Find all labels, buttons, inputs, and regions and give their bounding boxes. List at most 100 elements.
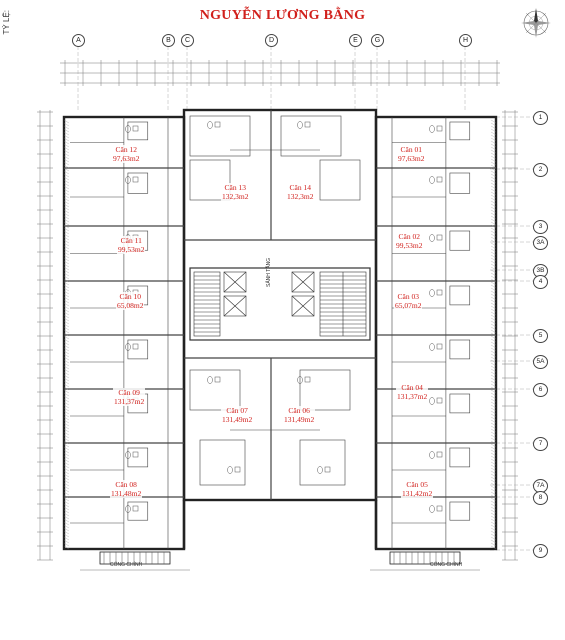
- hatch-line: [490, 155, 497, 160]
- hatch-line: [63, 254, 70, 259]
- hatch-line: [63, 395, 70, 400]
- hatch-line: [63, 383, 70, 388]
- hatch-line: [63, 188, 70, 193]
- hatch-line: [490, 368, 497, 373]
- hatch-line: [63, 545, 70, 550]
- hatch-line: [63, 506, 70, 511]
- hatch-line: [63, 416, 70, 421]
- north-arrow-compass-icon: [521, 8, 551, 38]
- hatch-line: [63, 485, 70, 490]
- hatch-line: [490, 293, 497, 298]
- hatch-line: [490, 524, 497, 529]
- basin-fixture: [234, 466, 241, 473]
- toilet-fixture: [227, 466, 233, 474]
- basin-fixture: [436, 343, 443, 350]
- hatch-line: [63, 176, 70, 181]
- hatch-line: [63, 443, 70, 448]
- hatch-line: [490, 161, 497, 166]
- hatch-line: [490, 350, 497, 355]
- hatch-line: [490, 413, 497, 418]
- hatch-line: [490, 347, 497, 352]
- hatch-line: [490, 323, 497, 328]
- hatch-line: [63, 287, 70, 292]
- hatch-line: [490, 284, 497, 289]
- hatch-line: [490, 431, 497, 436]
- hatch-line: [63, 311, 70, 316]
- hatch-line: [490, 506, 497, 511]
- hatch-line: [490, 341, 497, 346]
- hatch-line: [63, 251, 70, 256]
- hatch-line: [63, 377, 70, 382]
- hatch-line: [490, 521, 497, 526]
- toilet-fixture: [297, 376, 303, 384]
- hatch-line: [490, 305, 497, 310]
- hatch-line: [63, 494, 70, 499]
- scale-label: TỶ LỆ:: [2, 10, 11, 35]
- hatch-line: [490, 476, 497, 481]
- hatch-line: [63, 191, 70, 196]
- hatch-line: [490, 428, 497, 433]
- grid-axis-lines: [77, 46, 533, 551]
- page-title: NGUYỄN LƯƠNG BẰNG: [199, 8, 366, 23]
- hatch-line: [490, 146, 497, 151]
- basin-fixture: [132, 125, 139, 132]
- hatch-line: [490, 362, 497, 367]
- bathroom: [127, 447, 149, 468]
- hatch-line: [63, 467, 70, 472]
- hatch-line: [490, 158, 497, 163]
- hatch-line: [490, 245, 497, 250]
- grid-axis-2: 2: [533, 163, 548, 177]
- grid-axis-A: A: [72, 34, 85, 47]
- hatch-line: [63, 428, 70, 433]
- bathroom: [449, 172, 471, 194]
- hatch-line: [63, 194, 70, 199]
- hatch-line: [490, 443, 497, 448]
- hatch-line: [490, 515, 497, 520]
- hatch-line: [63, 431, 70, 436]
- center-block-wall: [182, 108, 378, 502]
- bathroom: [449, 339, 471, 360]
- hatch-line: [490, 251, 497, 256]
- hatch-line: [63, 335, 70, 340]
- hatch-line: [63, 536, 70, 541]
- hatch-line: [63, 221, 70, 226]
- hatch-line: [63, 344, 70, 349]
- hatch-line: [490, 122, 497, 127]
- hatch-line: [63, 356, 70, 361]
- hatch-line: [63, 284, 70, 289]
- hatch-line: [490, 452, 497, 457]
- bathroom: [127, 501, 149, 521]
- hatch-line: [490, 338, 497, 343]
- hatch-line: [63, 482, 70, 487]
- hatch-line: [490, 434, 497, 439]
- hatch-line: [490, 134, 497, 139]
- hatch-line: [490, 497, 497, 502]
- hatch-line: [63, 350, 70, 355]
- hatch-line: [63, 449, 70, 454]
- hatch-line: [63, 440, 70, 445]
- hatch-line: [490, 149, 497, 154]
- elevator-icon: [291, 271, 315, 293]
- grid-axis-D: D: [265, 34, 278, 47]
- hatch-line: [490, 194, 497, 199]
- hatch-line: [63, 398, 70, 403]
- hatch-line: [63, 158, 70, 163]
- elevator-cross: [223, 271, 247, 293]
- hatch-line: [490, 449, 497, 454]
- hatch-line: [63, 224, 70, 229]
- hatch-line: [63, 527, 70, 532]
- hatch-line: [490, 263, 497, 268]
- room-outline: [319, 159, 361, 201]
- hatch-line: [63, 146, 70, 151]
- hatch-line: [490, 470, 497, 475]
- room-outline: [280, 115, 342, 157]
- room-outline: [299, 439, 346, 486]
- hatch-line: [63, 365, 70, 370]
- hatch-line: [490, 203, 497, 208]
- hatch-line: [490, 335, 497, 340]
- grid-axis-7: 7: [533, 437, 548, 451]
- hatch-line: [63, 302, 70, 307]
